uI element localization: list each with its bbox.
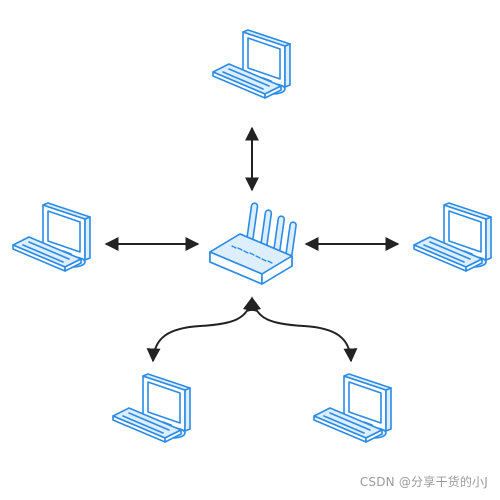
- computer-icon-bottom-right: [313, 373, 392, 443]
- computer-icon-left: [12, 202, 91, 272]
- computer-icon-right: [413, 202, 492, 272]
- router-icon: [209, 202, 297, 285]
- edge-router-bottom-left: [146, 296, 257, 363]
- watermark: CSDN @分享干货的小J: [359, 475, 488, 489]
- edge-router-bottom-right: [247, 296, 358, 363]
- computer-icon-top: [212, 29, 291, 99]
- computer-icon-bottom-left: [112, 373, 191, 443]
